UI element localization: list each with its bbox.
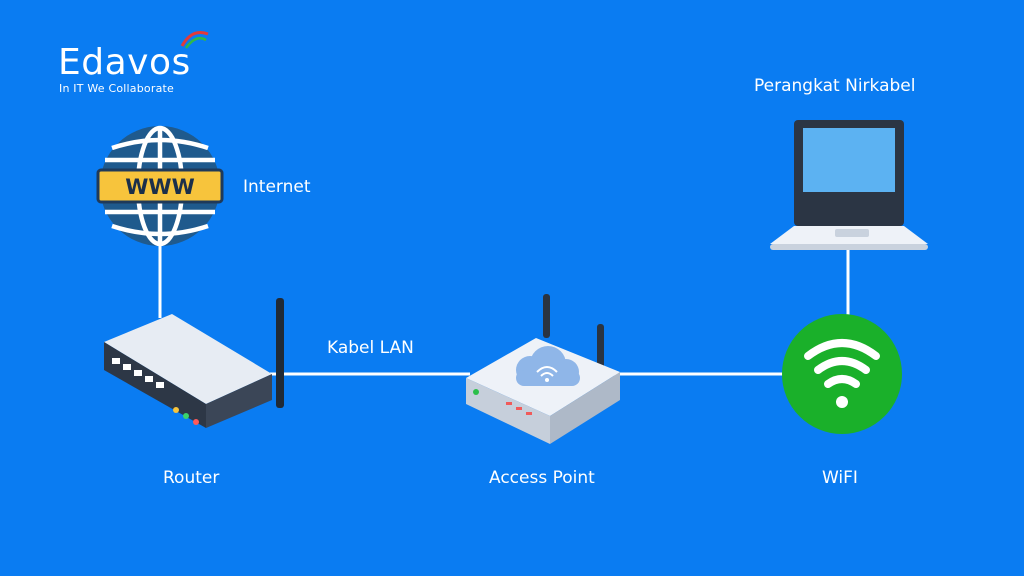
access-point-icon bbox=[466, 294, 620, 444]
access-point-label: Access Point bbox=[489, 468, 595, 488]
router-label: Router bbox=[163, 468, 220, 488]
lan-cable-label: Kabel LAN bbox=[327, 338, 414, 358]
brand-logo-name: Edavos bbox=[58, 42, 191, 83]
globe-icon bbox=[96, 125, 224, 247]
wireless-device-label: Perangkat Nirkabel bbox=[754, 76, 916, 96]
laptop-icon bbox=[770, 120, 928, 250]
wifi-label: WiFI bbox=[822, 468, 858, 488]
wifi-icon bbox=[782, 314, 902, 434]
router-icon bbox=[104, 298, 284, 428]
brand-logo-swoosh-icon bbox=[180, 31, 209, 49]
brand-tagline: In IT We Collaborate bbox=[59, 82, 174, 95]
globe-badge-text: WWW bbox=[125, 175, 195, 199]
internet-label: Internet bbox=[243, 177, 311, 197]
